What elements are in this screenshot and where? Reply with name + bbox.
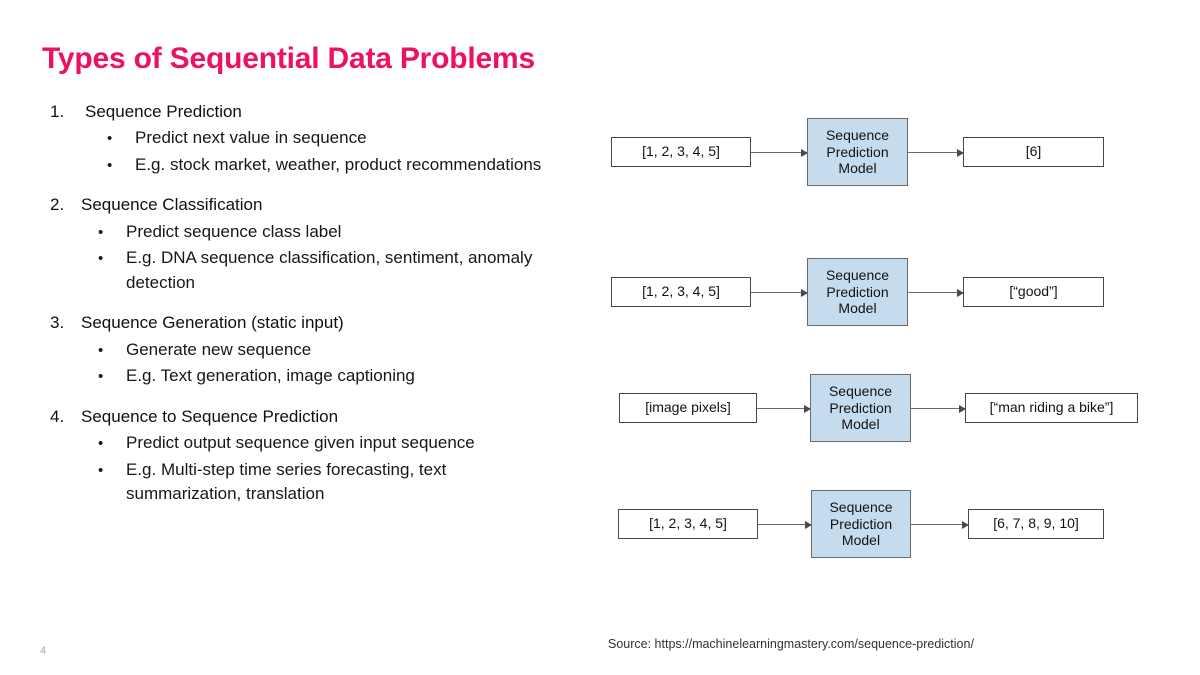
model-box: Sequence Prediction Model [811, 490, 911, 558]
list-item-sequence-to-sequence: 4. Sequence to Sequence Prediction • Pre… [50, 405, 570, 507]
bullet-dot-icon: • [98, 461, 104, 479]
sub-bullet-list: • Generate new sequence • E.g. Text gene… [50, 338, 570, 389]
sub-bullet-list: • Predict output sequence given input se… [50, 431, 570, 507]
bullet-dot-icon: • [107, 130, 113, 148]
pipeline-row-sequence-to-sequence: [1, 2, 3, 4, 5] Sequence Prediction Mode… [596, 472, 1196, 572]
list-item-heading: 3. Sequence Generation (static input) [50, 311, 570, 335]
page-title: Types of Sequential Data Problems [42, 42, 535, 75]
sub-bullet-text: E.g. stock market, weather, product reco… [135, 154, 542, 174]
model-label-line-1: Sequence [829, 498, 893, 515]
list-item-number: 1. [50, 102, 65, 121]
model-label-line-3: Model [838, 300, 877, 317]
pipeline-row-sequence-prediction: [1, 2, 3, 4, 5] Sequence Prediction Mode… [596, 100, 1196, 200]
list-item-sequence-generation: 3. Sequence Generation (static input) • … [50, 311, 570, 388]
arrow-model-to-output [908, 288, 964, 297]
bullet-dot-icon: • [98, 341, 104, 359]
arrow-input-to-model [757, 404, 811, 413]
list-item-number: 3. [50, 313, 65, 333]
arrow-model-to-output [911, 520, 969, 529]
sub-bullet-text: Generate new sequence [126, 339, 312, 359]
list-item-title: Sequence Prediction [85, 102, 242, 121]
sub-bullet-text: E.g. Multi-step time series forecasting,… [126, 459, 447, 504]
list-item-sequence-classification: 2. Sequence Classification • Predict seq… [50, 193, 570, 295]
sub-bullet: • Predict sequence class label [50, 220, 570, 245]
sub-bullet-text: Predict output sequence given input sequ… [126, 432, 475, 452]
sub-bullet-text: E.g. Text generation, image captioning [126, 366, 415, 386]
model-label-line-3: Model [841, 416, 880, 433]
sub-bullet: • E.g. DNA sequence classification, sent… [50, 246, 570, 295]
list-item-title: Sequence Classification [81, 195, 263, 215]
bullet-dot-icon: • [98, 368, 104, 386]
list-item-heading: 4. Sequence to Sequence Prediction [50, 405, 570, 429]
sub-bullet-text: Predict sequence class label [126, 221, 342, 241]
model-label-line-3: Model [841, 532, 881, 549]
model-label-line-1: Sequence [828, 382, 893, 399]
arrow-input-to-model [751, 148, 808, 157]
arrow-model-to-output [908, 148, 964, 157]
pipeline-row-sequence-generation: [image pixels] Sequence Prediction Model… [596, 356, 1196, 456]
model-label-line-2: Prediction [826, 283, 889, 300]
model-box: Sequence Prediction Model [810, 374, 911, 442]
list-item-title: Sequence Generation (static input) [81, 313, 344, 333]
sub-bullet: • Predict next value in sequence [50, 126, 570, 151]
output-box: [“man riding a bike”] [965, 393, 1138, 423]
bullet-dot-icon: • [98, 434, 104, 452]
sub-bullet-text: Predict next value in sequence [135, 128, 367, 148]
output-box: [6] [963, 137, 1104, 167]
list-item-heading: 2. Sequence Classification [50, 193, 570, 217]
content-list: 1. Sequence Prediction • Predict next va… [50, 100, 570, 523]
input-box: [image pixels] [619, 393, 757, 423]
model-label-line-1: Sequence [825, 266, 890, 283]
input-box: [1, 2, 3, 4, 5] [618, 509, 758, 539]
list-item-title: Sequence to Sequence Prediction [81, 406, 339, 426]
sub-bullet: • Predict output sequence given input se… [50, 431, 570, 456]
source-note: Source: https://machinelearningmastery.c… [608, 637, 974, 651]
list-item-number: 4. [50, 406, 65, 426]
model-box: Sequence Prediction Model [807, 258, 908, 326]
model-label-line-3: Model [838, 160, 877, 177]
output-box: [6, 7, 8, 9, 10] [968, 509, 1104, 539]
sub-bullet-list: • Predict sequence class label • E.g. DN… [50, 220, 570, 296]
model-label-line-2: Prediction [826, 143, 889, 160]
sub-bullet: • E.g. Text generation, image captioning [50, 364, 570, 389]
model-box: Sequence Prediction Model [807, 118, 908, 186]
list-item-sequence-prediction: 1. Sequence Prediction • Predict next va… [50, 100, 570, 177]
bullet-dot-icon: • [98, 223, 104, 241]
sub-bullet-text: E.g. DNA sequence classification, sentim… [126, 248, 533, 292]
sub-bullet: • E.g. stock market, weather, product re… [50, 153, 570, 178]
model-label-line-1: Sequence [825, 126, 890, 143]
sub-bullet: • Generate new sequence [50, 338, 570, 363]
model-label-line-2: Prediction [829, 399, 892, 416]
arrow-input-to-model [751, 288, 808, 297]
sub-bullet: • E.g. Multi-step time series forecastin… [50, 458, 570, 507]
page-number: 4 [40, 645, 47, 657]
output-box: [“good”] [963, 277, 1104, 307]
model-label-line-2: Prediction [829, 515, 893, 532]
sub-bullet-list: • Predict next value in sequence • E.g. … [50, 126, 570, 177]
bullet-dot-icon: • [107, 156, 113, 174]
pipeline-diagram-group: [1, 2, 3, 4, 5] Sequence Prediction Mode… [596, 100, 1196, 600]
list-item-heading: 1. Sequence Prediction [50, 100, 570, 124]
input-box: [1, 2, 3, 4, 5] [611, 137, 751, 167]
list-item-number: 2. [50, 195, 65, 215]
arrow-model-to-output [911, 404, 966, 413]
pipeline-row-sequence-classification: [1, 2, 3, 4, 5] Sequence Prediction Mode… [596, 240, 1196, 340]
bullet-dot-icon: • [98, 250, 104, 268]
input-box: [1, 2, 3, 4, 5] [611, 277, 751, 307]
arrow-input-to-model [758, 520, 812, 529]
